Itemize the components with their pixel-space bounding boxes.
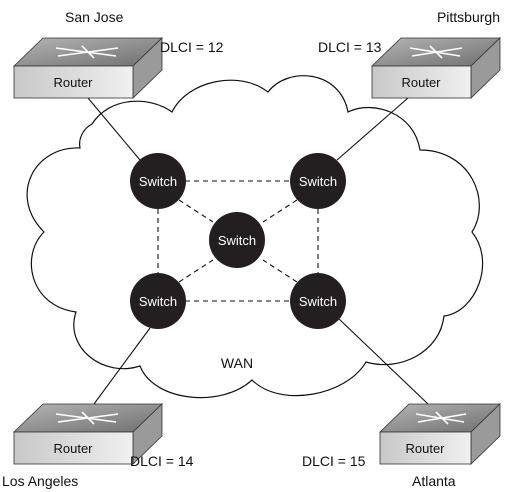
switch-mesh-links [157, 180, 319, 302]
link-bottom-right-center [262, 259, 298, 283]
link-bottom-left-center [178, 259, 214, 283]
router-arrows-icon [409, 45, 463, 59]
router-label: Router [405, 441, 445, 456]
switch: Switch [130, 153, 186, 209]
switch-node-center [209, 212, 265, 268]
site-label-pittsburgh: Pittsburgh [437, 9, 500, 25]
router-arrows-icon [55, 45, 119, 59]
link-top-left-center [178, 199, 214, 223]
router-label: Router [53, 75, 93, 90]
wan-label: WAN [221, 355, 253, 371]
router-arrows-icon [415, 411, 467, 425]
access-links [87, 97, 429, 405]
site-label-san-jose: San Jose [65, 9, 124, 25]
switch-label: Switch [299, 294, 337, 309]
router-san-jose: Router [13, 37, 163, 99]
switch: Switch [209, 212, 265, 268]
router-front-face [379, 431, 472, 465]
router-front-face [13, 65, 134, 99]
link-los-angeles [93, 327, 151, 405]
dlci-label-pittsburgh: DLCI = 13 [318, 39, 382, 55]
router-atlanta: Router [379, 403, 501, 465]
link-san-jose [87, 97, 141, 161]
dlci-label-atlanta: DLCI = 15 [302, 453, 366, 469]
link-top-right-center [262, 199, 298, 223]
link-atlanta [337, 317, 429, 405]
router-label: Router [53, 441, 93, 456]
switch: Switch [290, 273, 346, 329]
switch: Switch [290, 153, 346, 209]
switch-label: Switch [299, 174, 337, 189]
router-front-face [371, 65, 472, 99]
site-label-los-angeles: Los Angeles [2, 473, 78, 489]
dlci-label-los-angeles: DLCI = 14 [130, 453, 194, 469]
link-pittsburgh [336, 97, 409, 161]
router-los-angeles: Router [13, 403, 163, 465]
switch-node-bottom-left [130, 273, 186, 329]
router-arrows-icon [55, 411, 119, 425]
router-pittsburgh: Router [371, 37, 501, 99]
router-label: Router [401, 75, 441, 90]
site-label-atlanta: Atlanta [412, 473, 456, 489]
switch-node-top-right [290, 153, 346, 209]
router-front-face [13, 431, 134, 465]
switch-node-top-left [130, 153, 186, 209]
switch: Switch [130, 273, 186, 329]
switch-node-bottom-right [290, 273, 346, 329]
dlci-label-san-jose: DLCI = 12 [160, 39, 224, 55]
switch-label: Switch [139, 174, 177, 189]
switch-label: Switch [218, 233, 256, 248]
switch-label: Switch [139, 294, 177, 309]
